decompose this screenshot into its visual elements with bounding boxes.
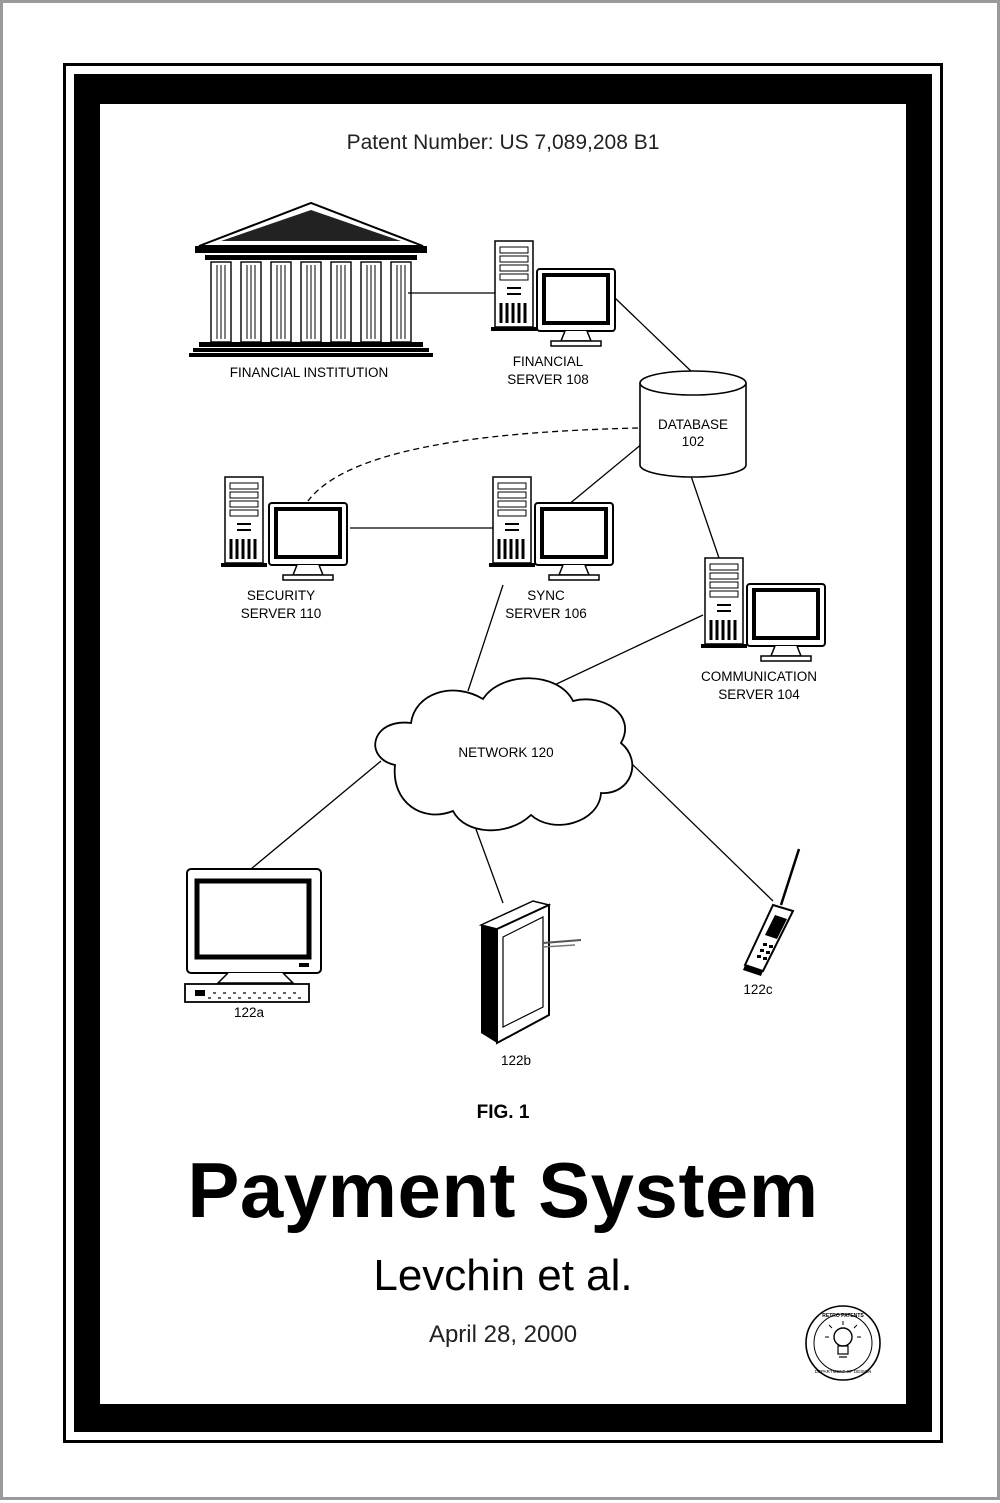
link-database-sync xyxy=(568,443,643,505)
label-communication-server-line1: COMMUNICATION xyxy=(701,669,817,684)
link-network-122a xyxy=(251,761,381,869)
label-database-line1: DATABASE xyxy=(658,417,728,432)
label-financial-server-line1: FINANCIAL xyxy=(513,354,584,369)
link-network-122c xyxy=(631,763,773,901)
label-sync-server-line2: SERVER 106 xyxy=(505,606,587,621)
label-device-122b: 122b xyxy=(501,1053,531,1068)
label-device-122a: 122a xyxy=(234,1005,265,1020)
link-communication-network xyxy=(548,615,703,688)
inventor-name: Levchin et al. xyxy=(3,1251,1000,1301)
link-sync-network xyxy=(468,585,503,691)
label-device-122c: 122c xyxy=(743,982,773,997)
link-network-122b xyxy=(473,821,503,903)
label-financial-institution: FINANCIAL INSTITUTION xyxy=(230,365,389,380)
security-server-icon xyxy=(221,477,347,580)
seal-text-bottom: DEPARTMENT OF DESIGN xyxy=(815,1369,872,1374)
link-database-communication xyxy=(691,476,719,558)
communication-server-icon xyxy=(701,558,825,661)
financial-server-icon xyxy=(491,241,615,346)
desktop-computer-icon xyxy=(185,869,321,1002)
figure-label: FIG. 1 xyxy=(3,1102,1000,1124)
label-financial-server-line2: SERVER 108 xyxy=(507,372,589,387)
label-sync-server-line1: SYNC xyxy=(527,588,565,603)
link-database-security-dashed xyxy=(308,428,638,501)
bank-building-icon xyxy=(189,203,433,357)
poster-title: Payment System xyxy=(3,1145,1000,1236)
label-communication-server-line2: SERVER 104 xyxy=(718,687,800,702)
patent-date: April 28, 2000 xyxy=(3,1321,1000,1349)
label-network: NETWORK 120 xyxy=(458,745,553,760)
sync-server-icon xyxy=(489,477,613,580)
label-security-server-line2: SERVER 110 xyxy=(241,606,322,621)
cell-phone-icon xyxy=(743,849,799,976)
label-security-server-line1: SECURITY xyxy=(247,588,315,603)
label-database-line2: 102 xyxy=(682,434,705,449)
patent-number: Patent Number: US 7,089,208 B1 xyxy=(3,131,1000,155)
seal-text-top: RETRO PATENTS xyxy=(822,1313,864,1319)
link-financial-database xyxy=(615,298,693,373)
tablet-device-icon xyxy=(481,901,581,1043)
